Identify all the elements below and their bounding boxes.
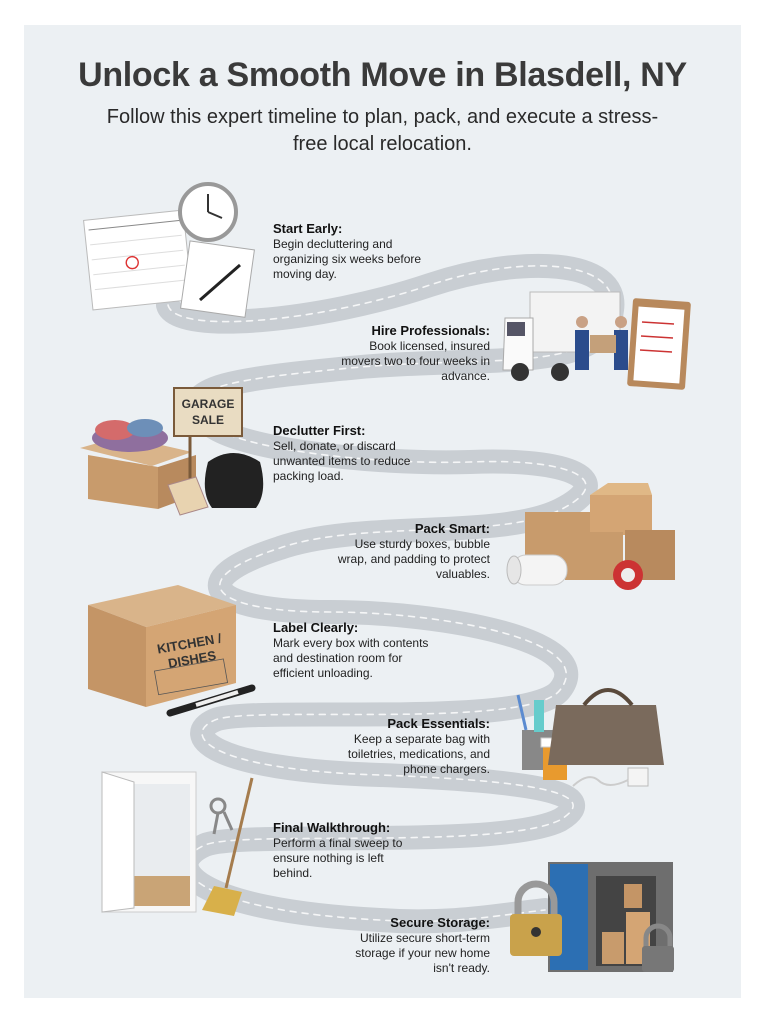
calendar-icon	[83, 209, 193, 311]
clock-icon	[178, 182, 238, 242]
step-body: Perform a final sweep to ensure nothing …	[273, 836, 403, 880]
step-hire-professionals: Hire Professionals: Book licensed, insur…	[340, 323, 490, 384]
step-body: Use sturdy boxes, bubble wrap, and paddi…	[337, 537, 490, 581]
step-heading: Start Early:	[273, 221, 343, 236]
step-heading: Pack Smart:	[414, 521, 490, 536]
step-heading: Secure Storage:	[390, 915, 490, 930]
open-door-icon	[101, 771, 197, 913]
step-body: Book licensed, insured movers two to fou…	[341, 339, 490, 383]
step-declutter-first: Declutter First: Sell, donate, or discar…	[273, 423, 423, 484]
step-final-walkthrough: Final Walkthrough: Perform a final sweep…	[273, 820, 413, 881]
step-heading: Declutter First:	[273, 423, 366, 438]
notepad-icon	[180, 240, 255, 318]
tape-dispenser-icon	[613, 560, 643, 590]
step-body: Begin decluttering and organizing six we…	[273, 237, 422, 281]
step-body: Utilize secure short-term storage if you…	[355, 931, 490, 975]
charger-icon	[572, 767, 649, 787]
padlock-icon	[510, 880, 674, 972]
price-tag-icon	[167, 476, 209, 516]
step-heading: Hire Professionals:	[371, 323, 491, 338]
movers-icon	[575, 316, 628, 370]
keys-icon	[209, 797, 234, 835]
step-heading: Final Walkthrough:	[273, 820, 391, 835]
step-heading: Label Clearly:	[273, 620, 359, 635]
step-body: Keep a separate bag with toiletries, med…	[347, 732, 490, 776]
broom-icon	[202, 777, 254, 916]
trash-bag-icon	[204, 453, 264, 508]
step-body: Mark every box with contents and destina…	[273, 636, 429, 680]
marker-icon	[166, 684, 256, 717]
clipboard-icon	[627, 298, 691, 390]
step-start-early: Start Early: Begin decluttering and orga…	[273, 221, 423, 282]
step-heading: Pack Essentials:	[387, 716, 490, 731]
step-secure-storage: Secure Storage: Utilize secure short-ter…	[345, 915, 490, 976]
page-subtitle: Follow this expert timeline to plan, pac…	[106, 106, 659, 155]
duffel-bag-icon	[548, 688, 664, 765]
page-title: Unlock a Smooth Move in Blasdell, NY	[78, 56, 687, 94]
bubble-wrap-icon	[506, 554, 568, 586]
clothes-box-icon	[80, 419, 196, 509]
step-body: Sell, donate, or discard unwanted items …	[273, 439, 411, 483]
step-pack-essentials: Pack Essentials: Keep a separate bag wit…	[338, 716, 490, 777]
step-pack-smart: Pack Smart: Use sturdy boxes, bubble wra…	[337, 521, 490, 582]
step-label-clearly: Label Clearly: Mark every box with conte…	[273, 620, 438, 681]
kitchen-box-icon: KITCHEN /DISHES	[88, 585, 236, 707]
